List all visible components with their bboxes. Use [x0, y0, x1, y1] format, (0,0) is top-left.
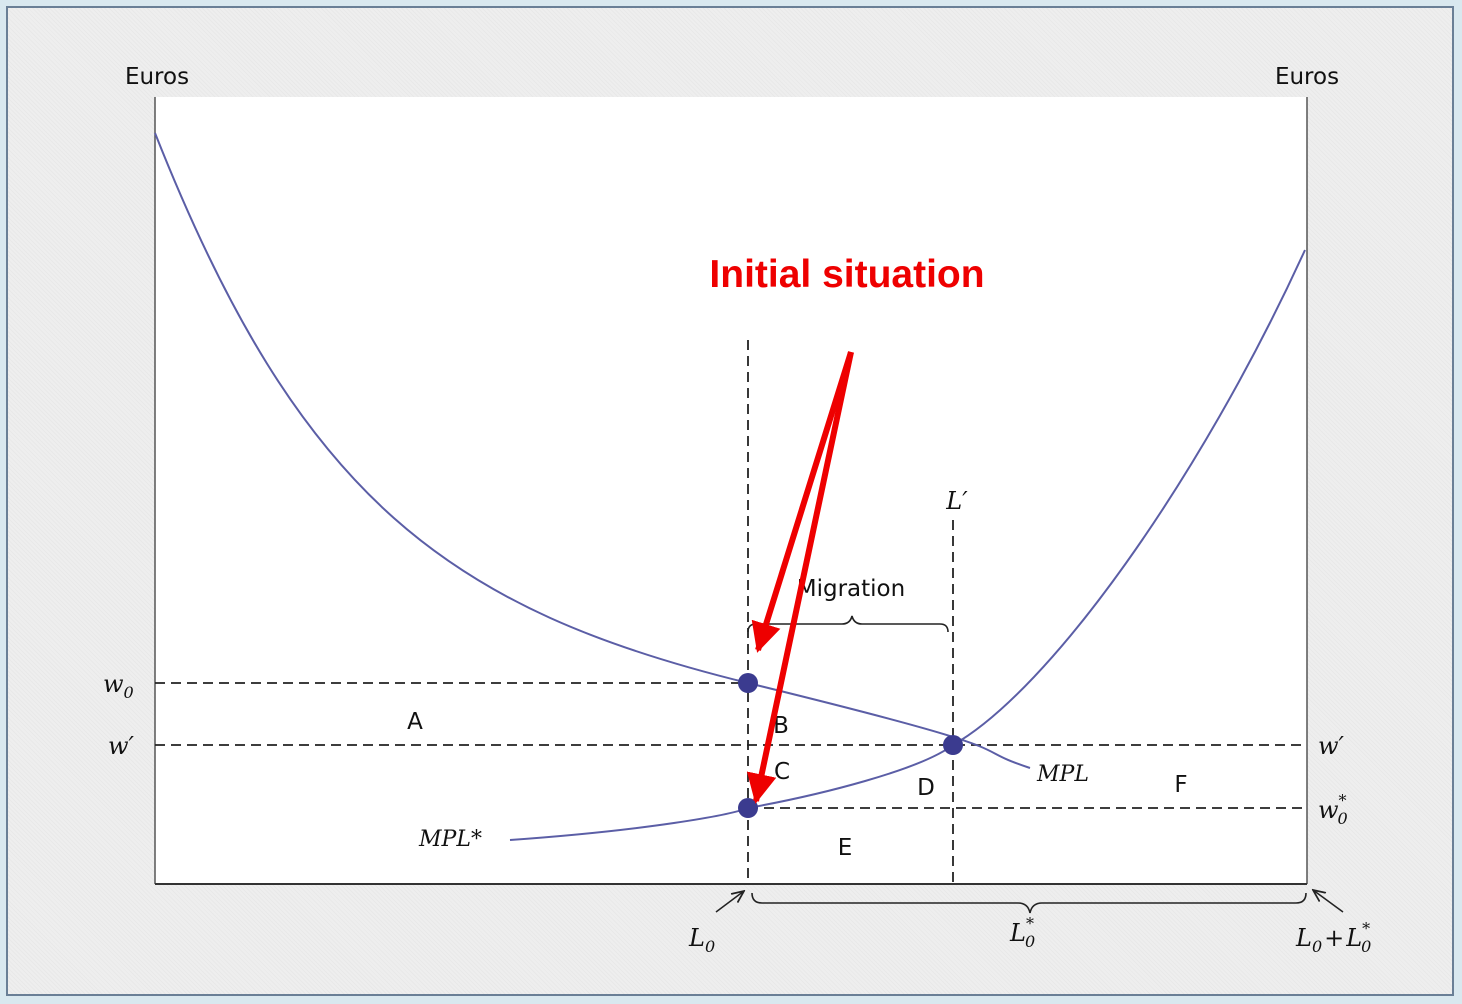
point-equilibrium — [943, 735, 963, 755]
l0-pointer-arrow — [715, 891, 744, 913]
left-axis-label: Euros — [125, 64, 189, 90]
point-initial-foreign — [738, 798, 758, 818]
migration-label: Migration — [797, 576, 905, 602]
wprime-right-label: w′ — [1318, 732, 1345, 760]
mplstar-curve — [509, 249, 1306, 841]
plot-area — [155, 97, 1307, 884]
region-c-label: C — [774, 759, 790, 785]
wprime-left-label: w′ — [108, 732, 135, 760]
region-b-label: B — [773, 713, 789, 739]
lprime-label: L′ — [945, 487, 968, 515]
mplstar-label: MPL* — [418, 827, 482, 852]
right-axis-label: Euros — [1275, 64, 1339, 90]
total-labor-pointer-arrow — [1313, 890, 1344, 913]
point-initial-home — [738, 673, 758, 693]
annotation-initial-situation: Initial situation — [709, 253, 984, 296]
total-labor-label: L0+L*0 — [1295, 919, 1371, 956]
annotation-arrow-lower — [746, 351, 854, 804]
region-a-label: A — [407, 709, 423, 735]
l0star-label: L*0 — [1009, 914, 1035, 951]
w0star-label: w*0 — [1318, 791, 1348, 828]
l0-label: L0 — [688, 924, 715, 956]
annotation-arrow-upper — [751, 351, 854, 653]
region-d-label: D — [917, 775, 935, 801]
foreign-labor-brace — [751, 892, 1307, 914]
region-e-label: E — [838, 835, 853, 861]
w0-label: w0 — [103, 670, 134, 702]
mpl-curve — [154, 132, 1031, 769]
mpl-label: MPL — [1036, 762, 1089, 787]
region-f-label: F — [1174, 772, 1187, 798]
